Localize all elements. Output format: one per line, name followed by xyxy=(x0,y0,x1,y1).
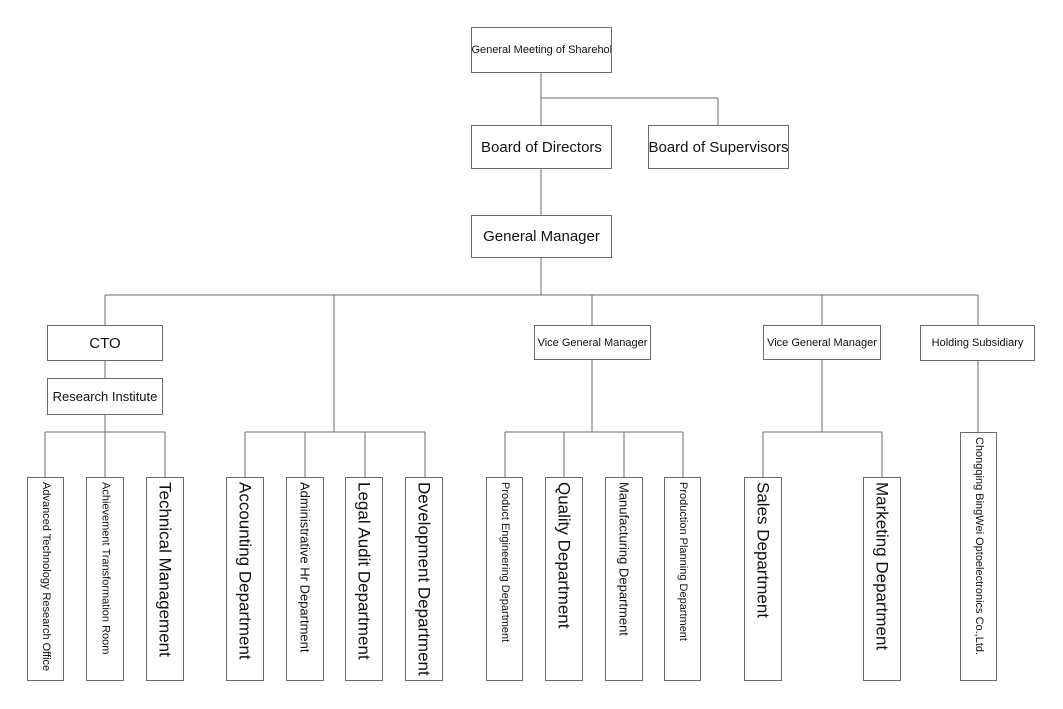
node-label: Administrative Hr Department xyxy=(297,482,313,653)
node-label: Vice General Manager xyxy=(537,336,648,349)
node-general-manager: General Manager xyxy=(471,215,612,258)
node-cto: CTO xyxy=(47,325,163,361)
node-legal-audit-department: Legal Audit Department xyxy=(345,477,383,681)
node-holding-subsidiary: Holding Subsidiary xyxy=(920,325,1035,361)
node-label: Achievement Transformation Room xyxy=(99,482,112,655)
node-label: Technical Management xyxy=(155,482,175,657)
node-label: Chongqing BingWei Optoelectronics Co.,Lt… xyxy=(973,437,985,656)
node-label: Vice General Manager xyxy=(767,336,877,349)
node-product-engineering-department: Product Engineering Department xyxy=(486,477,523,681)
node-marketing-department: Marketing Department xyxy=(863,477,901,681)
node-research-institute: Research Institute xyxy=(47,378,163,415)
node-label: Holding Subsidiary xyxy=(931,337,1024,349)
node-label: Quality Department xyxy=(554,482,574,629)
node-label: Product Engineering Department xyxy=(499,482,511,643)
node-quality-department: Quality Department xyxy=(545,477,583,681)
node-label: Legal Audit Department xyxy=(354,482,374,660)
node-label: Marketing Department xyxy=(872,482,892,651)
node-vice-general-manager-2: Vice General Manager xyxy=(763,325,881,360)
node-manufacturing-department: Manufacturing Department xyxy=(605,477,643,681)
node-technical-management: Technical Management xyxy=(146,477,184,681)
node-label: Manufacturing Department xyxy=(616,482,632,636)
node-administrative-hr-department: Administrative Hr Department xyxy=(286,477,324,681)
node-label: CTO xyxy=(89,334,121,352)
node-label: Accounting Department xyxy=(235,482,255,660)
node-achievement-transformation-room: Achievement Transformation Room xyxy=(86,477,124,681)
node-label: Sales Department xyxy=(753,482,773,619)
node-sales-department: Sales Department xyxy=(744,477,782,681)
node-label: Advanced Technology Research Office xyxy=(40,482,52,672)
node-label: Board of Directors xyxy=(481,138,602,156)
node-development-department: Development Department xyxy=(405,477,443,681)
node-label: Board of Supervisors xyxy=(648,138,789,156)
node-label: General Manager xyxy=(483,228,600,245)
node-label: Production Planning Department xyxy=(677,482,689,641)
node-board-of-directors: Board of Directors xyxy=(471,125,612,169)
node-vice-general-manager-1: Vice General Manager xyxy=(534,325,651,360)
node-label: Development Department xyxy=(414,482,434,676)
node-board-of-supervisors: Board of Supervisors xyxy=(648,125,789,169)
node-label: Research Institute xyxy=(52,389,158,404)
node-production-planning-department: Production Planning Department xyxy=(664,477,701,681)
node-accounting-department: Accounting Department xyxy=(226,477,264,681)
node-label: The General Meeting of Shareholders xyxy=(471,44,612,56)
node-shareholders-meeting: The General Meeting of Shareholders xyxy=(471,27,612,73)
node-advanced-technology-research-office: Advanced Technology Research Office xyxy=(27,477,64,681)
node-chongqing-bingwei-optoelectronics: Chongqing BingWei Optoelectronics Co.,Lt… xyxy=(960,432,997,681)
